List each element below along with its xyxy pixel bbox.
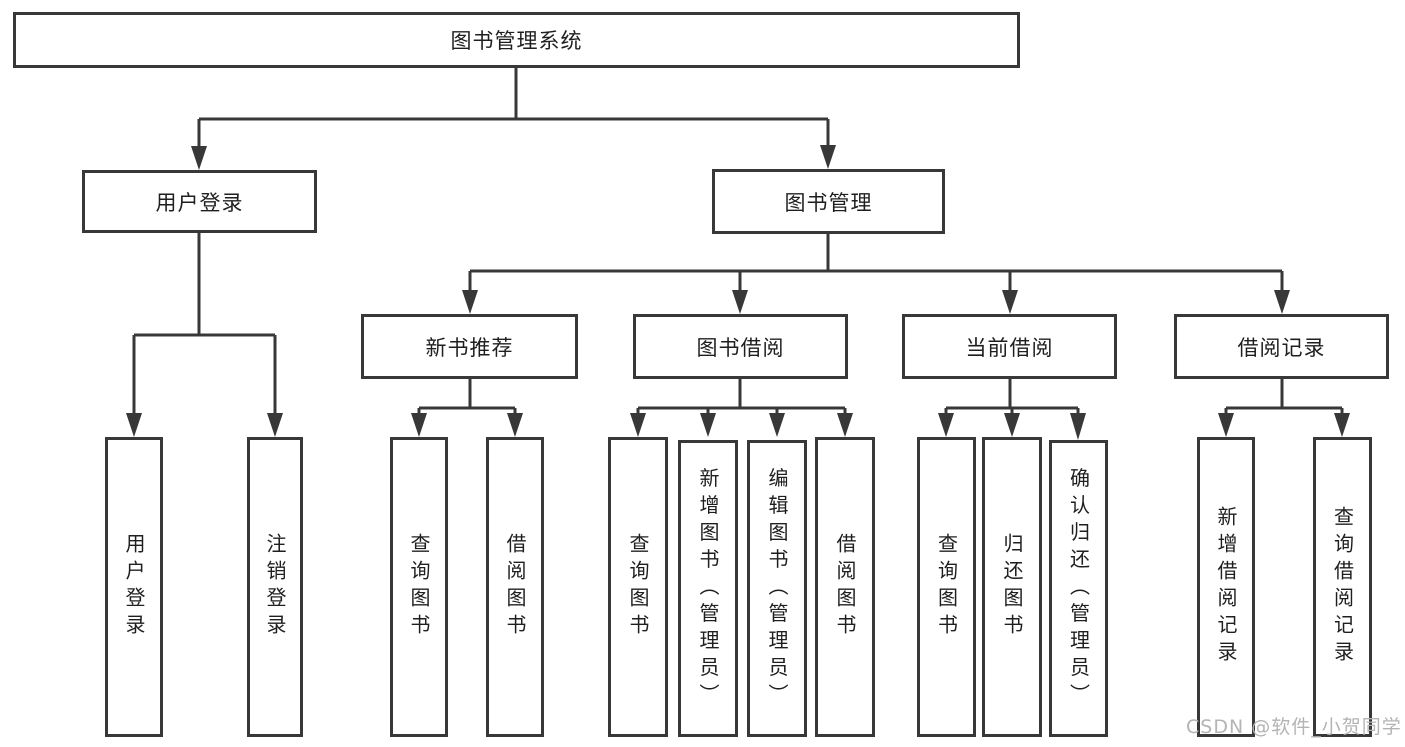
leaf-label: 用户登录	[122, 533, 146, 641]
leaf-query-books-recommend: 查询图书	[390, 437, 448, 737]
node-book-management: 图书管理	[712, 169, 945, 234]
leaf-label: 新增图书（管理员）	[696, 467, 720, 710]
leaf-logout: 注销登录	[247, 437, 303, 737]
connector-user-login-group	[126, 233, 283, 437]
leaf-label: 查询借阅记录	[1330, 506, 1355, 668]
leaf-label: 查询图书	[407, 533, 431, 641]
leaf-query-borrow-record: 查询借阅记录	[1313, 437, 1372, 737]
node-user-login: 用户登录	[82, 170, 317, 233]
leaf-confirm-return-admin: 确认归还（管理员）	[1049, 440, 1108, 737]
connector-borrow-record-group	[1218, 379, 1350, 437]
leaf-label: 查询图书	[934, 533, 959, 641]
watermark: CSDN @软件_小贺同学	[1186, 716, 1402, 738]
node-library-management-system: 图书管理系统	[13, 12, 1020, 68]
leaf-edit-book-admin: 编辑图书（管理员）	[747, 440, 807, 737]
leaf-label: 注销登录	[263, 533, 287, 641]
node-book-borrow: 图书借阅	[633, 314, 848, 379]
leaf-label: 借阅图书	[503, 533, 527, 641]
leaf-label: 确认归还（管理员）	[1066, 467, 1091, 710]
node-label: 图书借阅	[696, 335, 785, 360]
node-new-book-recommend: 新书推荐	[361, 314, 578, 379]
leaf-query-books-borrow: 查询图书	[608, 437, 668, 737]
connector-book-borrow-group	[630, 379, 853, 437]
node-label: 图书管理	[784, 190, 873, 215]
leaf-label: 新增借阅记录	[1214, 506, 1238, 668]
leaf-label: 编辑图书（管理员）	[765, 467, 789, 710]
leaf-user-login: 用户登录	[105, 437, 163, 737]
node-label: 用户登录	[155, 190, 244, 215]
leaf-return-books: 归还图书	[982, 437, 1042, 737]
leaf-label: 借阅图书	[833, 533, 857, 641]
leaf-add-book-admin: 新增图书（管理员）	[678, 440, 738, 737]
node-label: 图书管理系统	[450, 29, 583, 53]
connector-new-book-group	[411, 379, 523, 437]
node-borrow-record: 借阅记录	[1174, 314, 1389, 379]
leaf-label: 查询图书	[626, 533, 650, 641]
node-label: 借阅记录	[1237, 335, 1326, 360]
connector-root-to-level2	[191, 68, 836, 170]
node-label: 新书推荐	[425, 335, 514, 360]
leaf-label: 归还图书	[1000, 533, 1024, 641]
leaf-query-books-current: 查询图书	[917, 437, 976, 737]
connector-book-management-group	[462, 234, 1290, 314]
connector-current-borrow-group	[938, 379, 1086, 440]
leaf-borrow-books: 借阅图书	[815, 437, 875, 737]
node-current-borrow: 当前借阅	[902, 314, 1117, 379]
leaf-borrow-books-recommend: 借阅图书	[486, 437, 544, 737]
node-label: 当前借阅	[965, 335, 1054, 360]
leaf-add-borrow-record: 新增借阅记录	[1197, 437, 1255, 737]
